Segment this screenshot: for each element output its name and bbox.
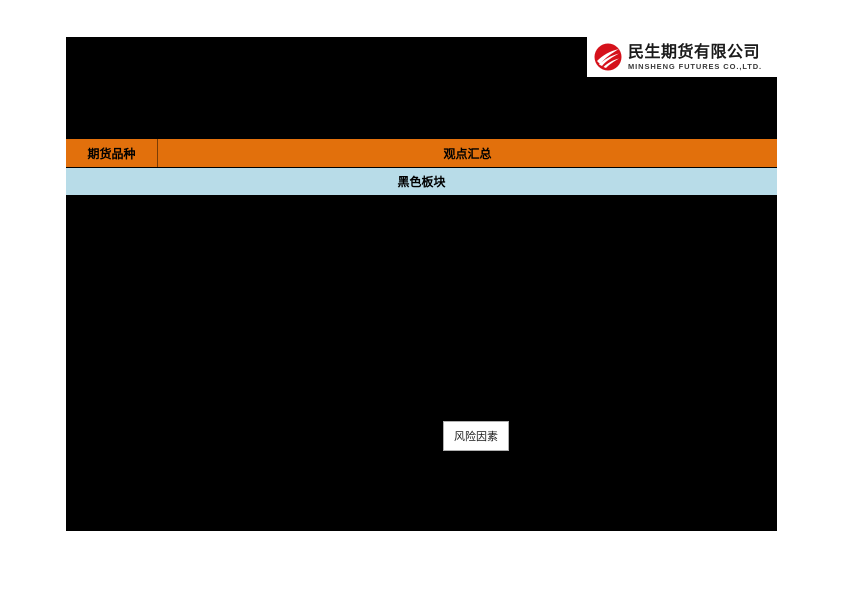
risk-factor-callout: 风险因素 [443,421,509,451]
brand-name-cn: 民生期货有限公司 [628,41,761,61]
sector-row-label: 黑色板块 [397,175,446,189]
table-header-label-summary: 观点汇总 [443,146,492,161]
table-header-label-variety: 期货品种 [87,146,136,161]
risk-factor-label: 风险因素 [454,430,498,443]
brand-text-block: 民生期货有限公司 MINSHENG FUTURES CO.,LTD. [628,41,763,71]
summary-table: 期货品种 观点汇总 黑色板块 [66,138,777,196]
table-header-cell-variety: 期货品种 [66,139,158,167]
minsheng-circular-swoosh-icon [593,42,623,72]
table-sector-row: 黑色板块 [66,168,777,196]
table-header-row: 期货品种 观点汇总 [66,138,777,168]
brand-logo: 民生期货有限公司 MINSHENG FUTURES CO.,LTD. [587,37,777,77]
document-body: 民生期货有限公司 MINSHENG FUTURES CO.,LTD. 期货品种 … [66,37,777,531]
brand-name-en: MINSHENG FUTURES CO.,LTD. [628,61,763,71]
table-header-cell-summary: 观点汇总 [158,139,777,167]
